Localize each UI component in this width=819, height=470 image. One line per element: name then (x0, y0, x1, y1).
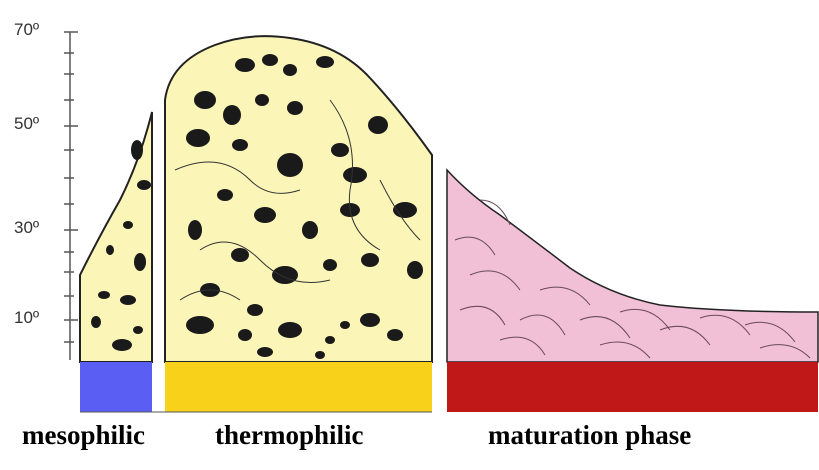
tick-label-70: 70º (14, 20, 64, 40)
maturation-bar (447, 362, 818, 412)
phase-label-maturation: maturation phase (488, 420, 691, 451)
phase-label-mesophilic: mesophilic (22, 420, 145, 451)
tick-label-50: 50º (14, 114, 64, 134)
mesophilic-bar (80, 362, 152, 412)
maturation-compost (447, 170, 818, 362)
tick-label-10: 10º (14, 308, 64, 328)
thermophilic-bar (165, 362, 432, 412)
mesophilic-compost (80, 112, 152, 362)
temperature-axis (64, 32, 78, 360)
phase-label-thermophilic: thermophilic (215, 420, 364, 451)
thermophilic-compost (165, 36, 432, 362)
tick-label-30: 30º (14, 218, 64, 238)
